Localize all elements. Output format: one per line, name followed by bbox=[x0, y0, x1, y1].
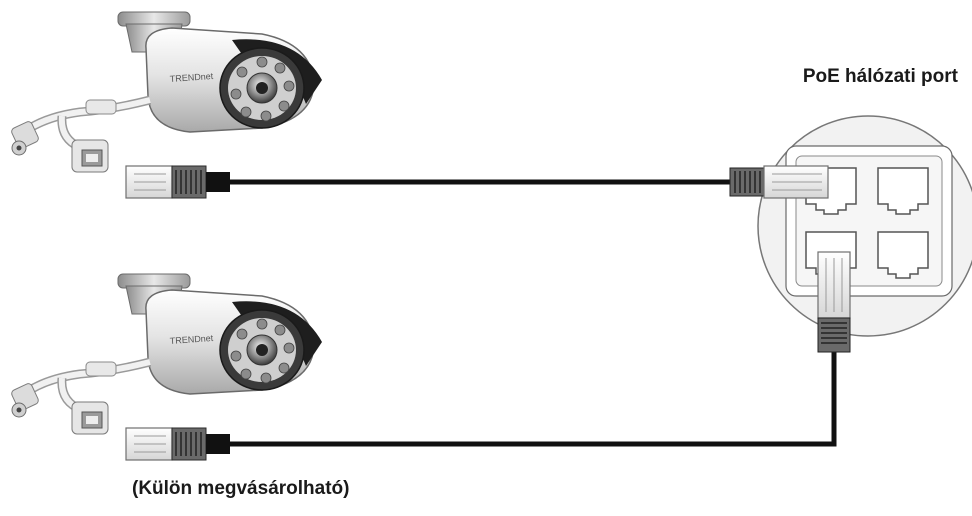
purchase-note-label: (Külön megvásárolható) bbox=[132, 478, 350, 499]
camera-2 bbox=[10, 274, 322, 460]
switch-port-2 bbox=[877, 167, 929, 215]
poe-port-label: PoE hálózati port bbox=[802, 66, 958, 87]
ethernet-plug-port-3 bbox=[817, 251, 851, 353]
switch-port-4 bbox=[877, 231, 929, 279]
camera-1 bbox=[10, 12, 322, 198]
poe-switch bbox=[757, 115, 972, 337]
ethernet-cable-2 bbox=[228, 352, 837, 447]
ethernet-plug-port-1 bbox=[729, 165, 829, 199]
